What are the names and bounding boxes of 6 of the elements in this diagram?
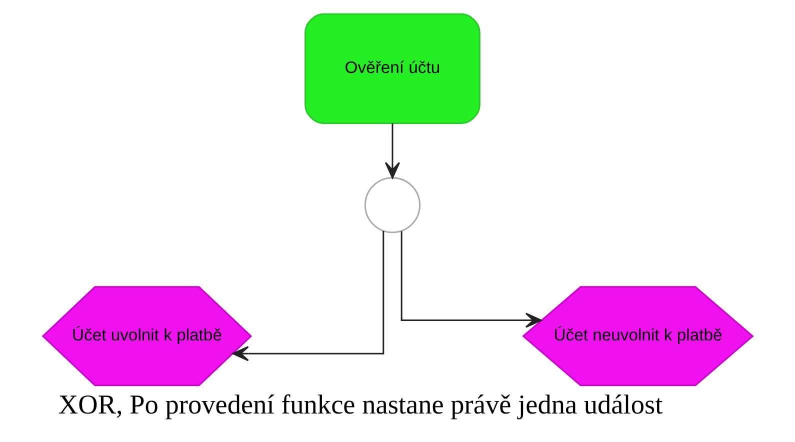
arrow: [232, 230, 384, 362]
caption: XOR, Po provedení funkce nastane právě jedna událost: [58, 389, 662, 420]
arrow: [400, 231, 542, 328]
node-circle: [364, 177, 420, 234]
arrow: [384, 123, 400, 178]
node-box: Ověření účtu: [304, 13, 480, 124]
